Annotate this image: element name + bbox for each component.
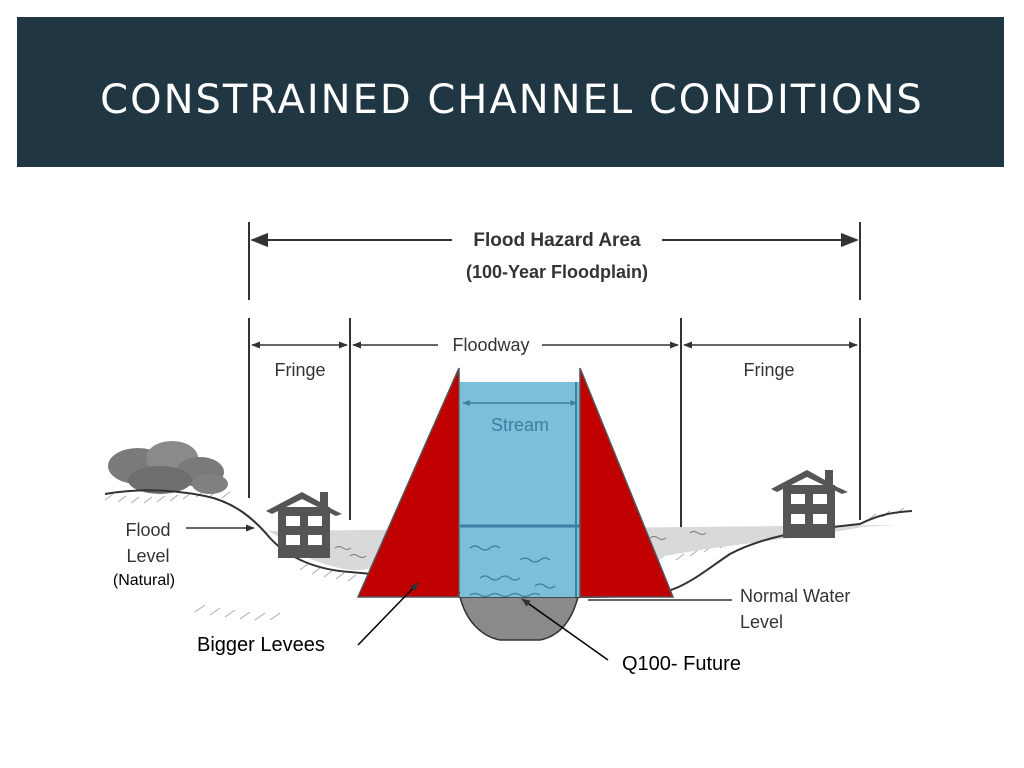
boundary-lines	[248, 222, 861, 545]
title-bar	[17, 17, 1004, 167]
floodplain-label: (100-Year Floodplain)	[466, 262, 648, 282]
normal-water-label: Normal Water	[740, 586, 850, 606]
q100-arrow	[521, 598, 609, 661]
flood-level-label: Flood	[125, 520, 170, 540]
bigger-levees-label: Bigger Levees	[197, 634, 325, 656]
flood-level-label-line2: Level	[126, 546, 169, 566]
water-ripples	[469, 545, 556, 598]
tree-icon	[108, 441, 228, 494]
ground-hatching	[104, 490, 905, 621]
slide-title: CONSTRAINED CHANNEL CONDITIONS	[100, 77, 924, 123]
stream-label: Stream	[491, 415, 549, 435]
natural-label: (Natural)	[113, 572, 175, 589]
right-levee	[579, 367, 675, 598]
bigger-levees-arrow	[357, 582, 419, 646]
q100-future-label: Q100- Future	[622, 653, 741, 675]
flood-hazard-area-label: Flood Hazard Area	[473, 230, 641, 251]
fringe-left-label: Fringe	[274, 360, 325, 380]
normal-water-label-line2: Level	[740, 612, 783, 632]
stream-channel-water	[460, 382, 580, 597]
left-levee	[356, 367, 460, 598]
floodplain-ripples	[334, 531, 707, 558]
floodway-label: Floodway	[452, 335, 529, 355]
house-icon	[771, 470, 848, 538]
house-icon	[266, 492, 342, 558]
channel-bed	[459, 596, 579, 641]
fringe-right-label: Fringe	[743, 360, 794, 380]
